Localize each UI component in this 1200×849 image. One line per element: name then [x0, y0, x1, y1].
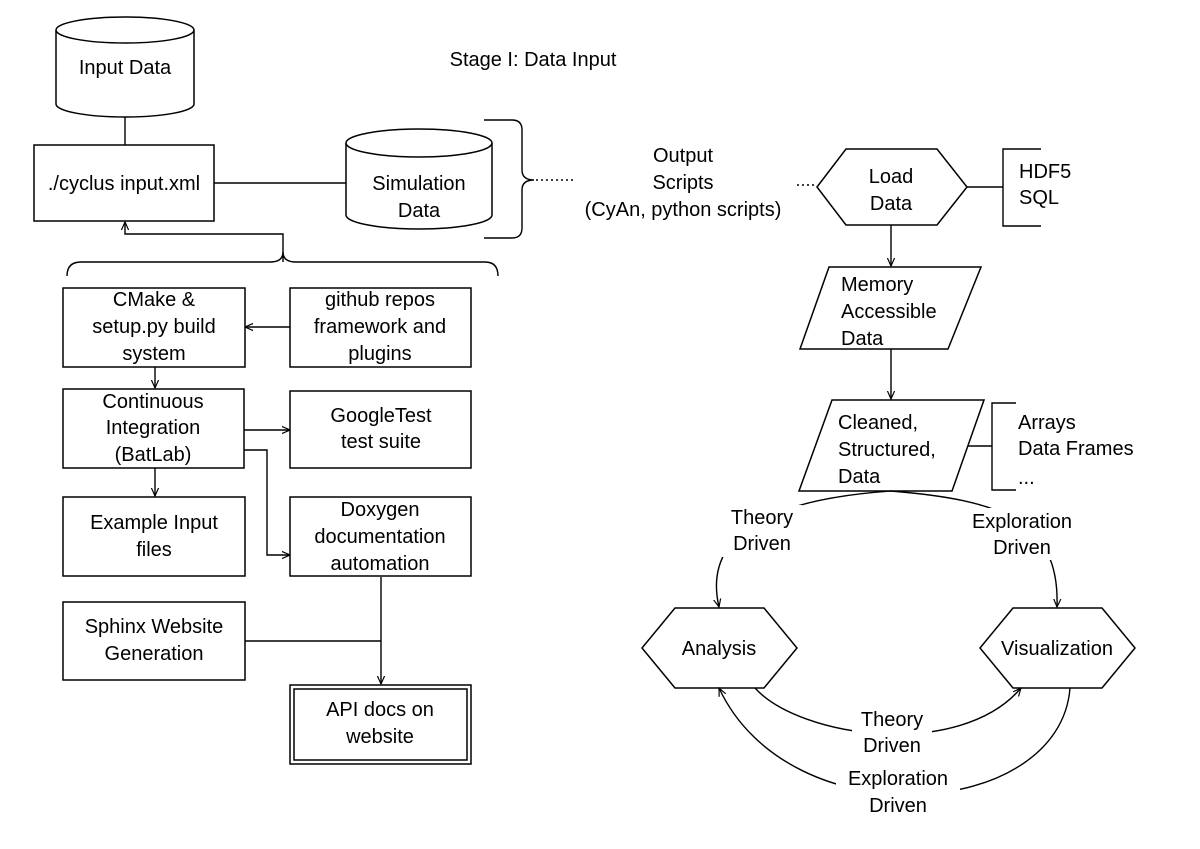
googletest-label-1: GoogleTest: [330, 405, 432, 427]
simulation-output-brace: [484, 119, 535, 239]
output-scripts-label-3: (CyAn, python scripts): [585, 199, 782, 221]
memory-data-label-2: Accessible: [841, 301, 937, 323]
stage-title: Stage I: Data Input: [450, 49, 617, 71]
example-input-label-2: files: [136, 539, 172, 561]
structure-data-frames: Data Frames: [1018, 438, 1134, 460]
cyclus-command-label: ./cyclus input.xml: [48, 173, 200, 195]
example-input-box: Example Input files: [62, 496, 246, 577]
github-label-1: github repos: [325, 289, 435, 311]
output-scripts-label-1: Output: [653, 145, 713, 167]
cleaned-data-label-2: Structured,: [838, 439, 936, 461]
exploration-driven-right-label: Exploration Driven: [960, 508, 1084, 560]
cleaned-data-label-1: Cleaned,: [838, 412, 918, 434]
theory-driven-bottom-label: Theory Driven: [852, 707, 932, 759]
dev-tools-brace: [66, 251, 499, 277]
exploration-driven-right-1: Exploration: [972, 511, 1072, 533]
doxygen-label-1: Doxygen: [341, 499, 420, 521]
simulation-data-label-1: Simulation: [372, 173, 465, 195]
doxygen-label-3: automation: [331, 553, 430, 575]
theory-driven-left-2: Driven: [733, 533, 791, 555]
input-data-cylinder: Input Data: [55, 16, 195, 118]
cmake-label-2: setup.py build: [92, 316, 215, 338]
formats-bracket: [1002, 148, 1041, 227]
memory-data-label-3: Data: [841, 328, 884, 350]
structures-bracket: [991, 402, 1016, 491]
theory-driven-left-label: Theory Driven: [722, 505, 802, 557]
api-docs-label-2: website: [345, 726, 414, 748]
load-data-label-2: Data: [870, 193, 913, 215]
cleaned-data-label-3: Data: [838, 466, 881, 488]
sphinx-label-2: Generation: [105, 643, 204, 665]
cleaned-data-parallelogram: Cleaned, Structured, Data: [797, 399, 986, 492]
load-data-hexagon: Load Data: [816, 148, 968, 226]
analysis-hexagon: Analysis: [641, 607, 798, 689]
doxygen-label-2: documentation: [314, 526, 445, 548]
format-hdf5: HDF5: [1019, 161, 1071, 183]
memory-data-parallelogram: Memory Accessible Data: [798, 266, 983, 350]
memory-data-label-1: Memory: [841, 274, 913, 296]
ci-label-1: Continuous: [102, 391, 203, 413]
sphinx-label-1: Sphinx Website: [85, 616, 224, 638]
output-scripts-label-2: Scripts: [652, 172, 713, 194]
visualization-hexagon: Visualization: [979, 607, 1136, 689]
cyclus-command-box: ./cyclus input.xml: [33, 144, 215, 222]
simulation-data-label-2: Data: [398, 200, 441, 222]
doxygen-box: Doxygen documentation automation: [289, 496, 472, 577]
cmake-label-3: system: [122, 343, 185, 365]
api-docs-label-1: API docs on: [326, 699, 434, 721]
api-docs-box: API docs on website: [289, 684, 472, 765]
exploration-driven-bottom-2: Driven: [869, 795, 927, 817]
ci-label-3: (BatLab): [115, 444, 192, 466]
format-sql: SQL: [1019, 187, 1059, 209]
structure-more: ...: [1018, 467, 1035, 489]
load-data-label-1: Load: [869, 166, 914, 188]
theory-driven-bottom-1: Theory: [861, 709, 923, 731]
cmake-label-1: CMake &: [113, 289, 196, 311]
googletest-label-2: test suite: [341, 431, 421, 453]
connectors-left: [125, 116, 381, 684]
theory-driven-left-1: Theory: [731, 507, 793, 529]
exploration-driven-bottom-1: Exploration: [848, 768, 948, 790]
ci-label-2: Integration: [106, 417, 201, 439]
sphinx-box: Sphinx Website Generation: [62, 601, 246, 681]
exploration-driven-right-2: Driven: [993, 537, 1051, 559]
structure-arrays: Arrays: [1018, 412, 1076, 434]
github-repos-box: github repos framework and plugins: [289, 287, 472, 368]
github-label-2: framework and: [314, 316, 446, 338]
cmake-build-box: CMake & setup.py build system: [62, 287, 246, 368]
googletest-box: GoogleTest test suite: [289, 390, 472, 469]
continuous-integration-box: Continuous Integration (BatLab): [62, 388, 245, 469]
visualization-label: Visualization: [1001, 638, 1113, 660]
input-data-label: Input Data: [79, 57, 172, 79]
analysis-label: Analysis: [682, 638, 756, 660]
theory-driven-bottom-2: Driven: [863, 735, 921, 757]
github-label-3: plugins: [348, 343, 411, 365]
example-input-label-1: Example Input: [90, 512, 218, 534]
output-scripts-label: Output Scripts (CyAn, python scripts): [585, 145, 782, 221]
simulation-data-cylinder: Simulation Data: [345, 128, 493, 230]
exploration-driven-bottom-label: Exploration Driven: [836, 764, 960, 817]
